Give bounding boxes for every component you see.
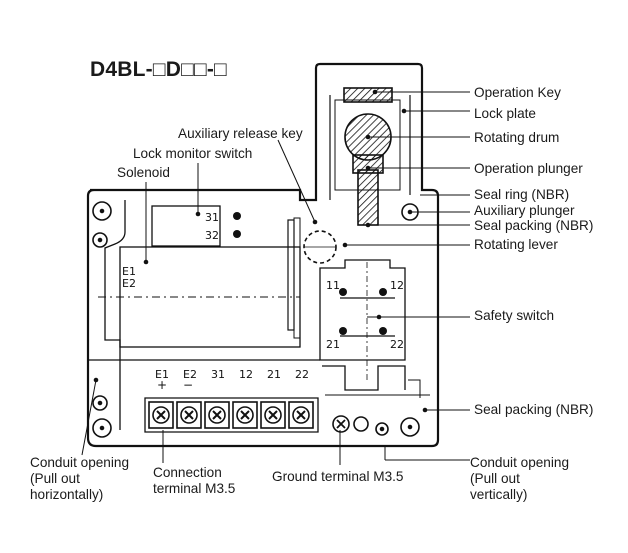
leader-lines [81,91,470,465]
contact-12-mark: 12 [390,279,404,292]
label-auxiliary-release-key: Auxiliary release key [178,126,303,141]
head-inner-wall [329,95,411,200]
terminal-screw [236,406,254,424]
label-rotating-lever: Rotating lever [474,237,558,252]
label-conduit-horizontal-line2: (Pull out [30,471,80,486]
label-conduit-vertical-line1: Conduit opening [470,455,570,470]
leader-dots [93,89,428,413]
lock-plate [343,87,393,103]
safety-switch-box [319,259,406,361]
terminal-cell [260,401,286,429]
label-lock-monitor-switch: Lock monitor switch [133,146,253,161]
terminal-screw [152,406,170,424]
label-seal-packing-bottom: Seal packing (NBR) [474,402,594,417]
contact-31-mark: 31 [205,211,219,224]
terminal-cell [232,401,258,429]
terminal-label: 12 [239,368,253,381]
lock-monitor-switch-box [151,205,221,247]
terminal-label: E1 [155,368,169,381]
label-lock-plate: Lock plate [474,106,536,121]
contact-11-mark: 11 [326,279,340,292]
label-seal-packing-top: Seal packing (NBR) [474,218,594,233]
terminal-label: 22 [295,368,309,381]
ground-screw [332,415,350,433]
terminal-plus-mark: + [157,378,167,392]
label-connection-terminal-line1: Connection [153,465,222,480]
label-safety-switch: Safety switch [474,308,555,323]
terminal-label: E2 [183,368,197,381]
contact-21-mark: 21 [326,338,340,351]
label-rotating-drum: Rotating drum [474,130,560,145]
label-conduit-vertical-line2: (Pull out [470,471,520,486]
label-ground-terminal: Ground terminal M3.5 [272,469,404,484]
terminal-screw [292,406,310,424]
model-number-title: D4BL-□D□□-□ [90,58,227,81]
terminal-screw [264,406,282,424]
contact-32-mark: 32 [205,229,219,242]
terminal-cell [148,401,174,429]
terminal-block-labels: E1 E2 31 12 21 22 [155,368,309,381]
label-conduit-horizontal-line3: horizontally) [30,487,104,502]
terminal-cell [288,401,314,429]
terminal-minus-mark: − [183,378,193,392]
contact-22-mark: 22 [390,338,404,351]
label-seal-ring: Seal ring (NBR) [474,187,570,202]
label-operation-key: Operation Key [474,85,561,100]
terminal-screw [180,406,198,424]
label-connection-terminal-line2: terminal M3.5 [153,481,236,496]
label-solenoid: Solenoid [117,165,170,180]
label-conduit-horizontal-line1: Conduit opening [30,455,130,470]
label-conduit-vertical-line3: vertically) [470,487,528,502]
terminal-screws [148,401,314,429]
terminal-label: 21 [267,368,281,381]
solenoid-e2-mark: E2 [122,277,136,290]
mounting-holes [92,201,420,438]
terminal-cell [176,401,202,429]
terminal-screw [208,406,226,424]
terminal-cell [204,401,230,429]
solenoid-e1-mark: E1 [122,265,136,278]
label-operation-plunger: Operation plunger [474,161,583,176]
operation-plunger [357,169,379,226]
label-auxiliary-plunger: Auxiliary plunger [474,203,575,218]
terminal-label: 31 [211,368,225,381]
terminal-block-outline [144,397,319,433]
